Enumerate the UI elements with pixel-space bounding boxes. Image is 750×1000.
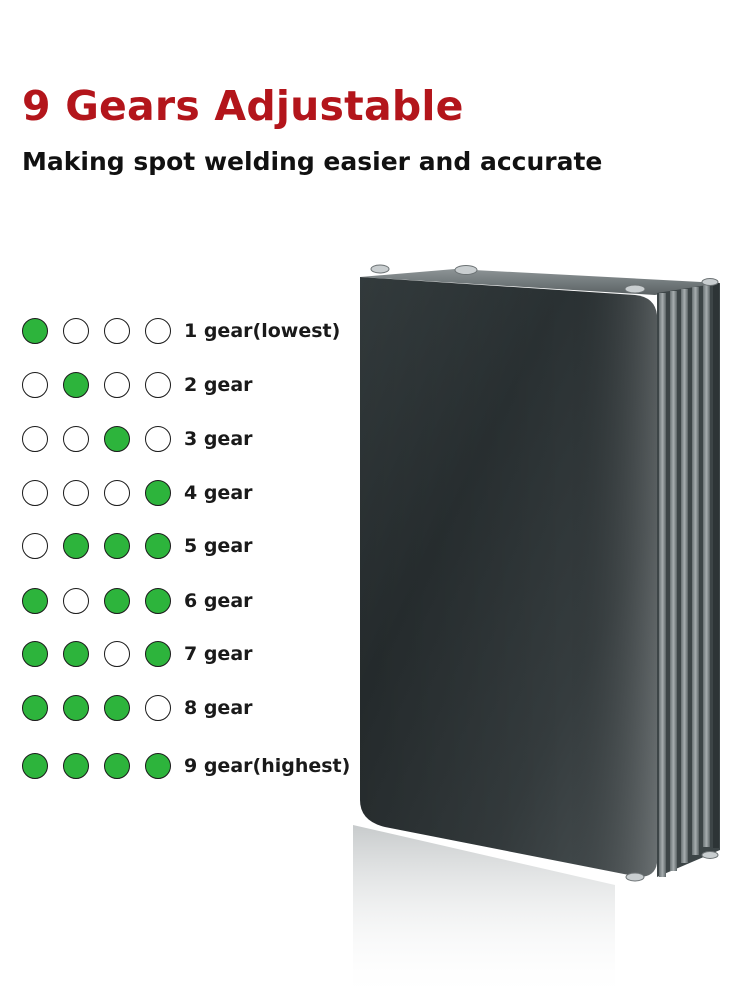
gear-indicator-lights [22, 479, 182, 509]
indicator-light-on [63, 753, 89, 779]
indicator-light-on [104, 695, 130, 721]
indicator-light-off [63, 426, 89, 452]
gear-label: 5 gear [184, 535, 253, 557]
indicator-light-off [63, 480, 89, 506]
gear-indicator-lights [22, 371, 182, 401]
indicator-light-on [22, 695, 48, 721]
gear-indicator-lights [22, 532, 182, 562]
page-subtitle: Making spot welding easier and accurate [22, 147, 603, 176]
indicator-light-on [145, 641, 171, 667]
indicator-light-off [145, 318, 171, 344]
indicator-light-off [22, 533, 48, 559]
gear-indicator-lights [22, 587, 182, 617]
gear-row-8: 8 gear [22, 694, 362, 724]
indicator-light-on [145, 588, 171, 614]
indicator-light-on [63, 372, 89, 398]
gear-row-4: 4 gear [22, 479, 362, 509]
gear-label: 1 gear(lowest) [184, 320, 341, 342]
indicator-light-off [104, 372, 130, 398]
indicator-light-on [104, 753, 130, 779]
indicator-light-on [22, 641, 48, 667]
indicator-light-on [63, 695, 89, 721]
gear-label: 7 gear [184, 643, 253, 665]
gear-row-3: 3 gear [22, 425, 362, 455]
indicator-light-off [104, 318, 130, 344]
indicator-light-on [63, 533, 89, 559]
gear-row-9: 9 gear(highest) [22, 752, 362, 782]
indicator-light-on [104, 426, 130, 452]
indicator-light-off [145, 695, 171, 721]
gear-indicator-lights [22, 317, 182, 347]
indicator-light-on [145, 480, 171, 506]
gear-label: 4 gear [184, 482, 253, 504]
spot-welder-device-image [353, 264, 720, 1000]
indicator-light-off [63, 588, 89, 614]
indicator-light-off [145, 426, 171, 452]
gear-row-5: 5 gear [22, 532, 362, 562]
indicator-light-on [63, 641, 89, 667]
gear-indicator-lights [22, 640, 182, 670]
indicator-light-on [22, 753, 48, 779]
indicator-light-off [145, 372, 171, 398]
gear-label: 8 gear [184, 697, 253, 719]
gear-label: 3 gear [184, 428, 253, 450]
indicator-light-off [63, 318, 89, 344]
gear-label: 2 gear [184, 374, 253, 396]
indicator-light-on [22, 588, 48, 614]
indicator-light-off [104, 480, 130, 506]
gear-indicator-lights [22, 425, 182, 455]
gear-row-2: 2 gear [22, 371, 362, 401]
gear-row-7: 7 gear [22, 640, 362, 670]
gear-label: 9 gear(highest) [184, 755, 351, 777]
gear-row-1: 1 gear(lowest) [22, 317, 362, 347]
indicator-light-on [145, 533, 171, 559]
indicator-light-on [104, 588, 130, 614]
indicator-light-on [104, 533, 130, 559]
gear-indicator-lights [22, 752, 182, 782]
indicator-light-off [22, 372, 48, 398]
indicator-light-on [145, 753, 171, 779]
indicator-light-off [22, 426, 48, 452]
page-title: 9 Gears Adjustable [22, 82, 464, 130]
gear-indicator-lights [22, 694, 182, 724]
indicator-light-off [22, 480, 48, 506]
gear-label: 6 gear [184, 590, 253, 612]
indicator-light-on [22, 318, 48, 344]
indicator-light-off [104, 641, 130, 667]
gear-row-6: 6 gear [22, 587, 362, 617]
